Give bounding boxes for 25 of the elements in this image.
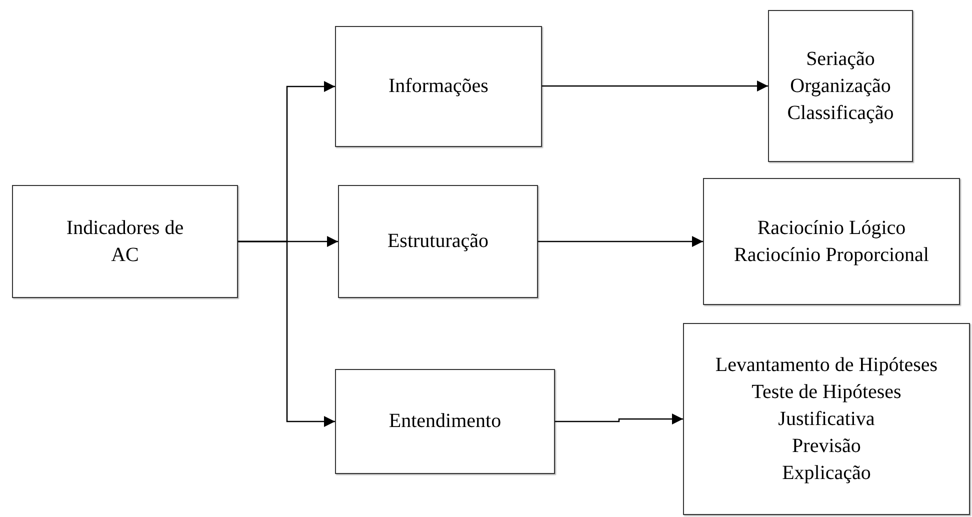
process-box xyxy=(683,323,970,515)
box-label: Seriação xyxy=(806,46,875,72)
box-label: Organização xyxy=(790,74,891,98)
box-label: Teste de Hipóteses xyxy=(752,380,902,404)
process-box xyxy=(338,185,538,298)
box-label: Raciocínio Proporcional xyxy=(734,242,929,268)
process-box xyxy=(703,178,960,305)
arrow xyxy=(542,80,768,92)
box-label: Classificação xyxy=(787,100,894,126)
box-label: Indicadores de AC xyxy=(65,216,185,268)
box-label: Estruturação xyxy=(387,229,489,254)
process-box xyxy=(335,26,542,147)
box-label: Raciocínio Lógico xyxy=(757,216,906,240)
box-label: Entendimento xyxy=(388,409,502,434)
process-box xyxy=(768,10,913,162)
arrow xyxy=(238,240,335,427)
process-box xyxy=(12,185,238,298)
process-box xyxy=(335,369,555,474)
box-label: Levantamento de Hipóteses xyxy=(715,352,938,378)
arrow xyxy=(538,236,703,247)
box-label: Justificativa xyxy=(778,406,875,432)
arrow xyxy=(555,414,683,424)
box-label: Explicação xyxy=(782,460,871,486)
box-label: Informações xyxy=(388,74,488,99)
box-label: Previsão xyxy=(792,434,861,458)
